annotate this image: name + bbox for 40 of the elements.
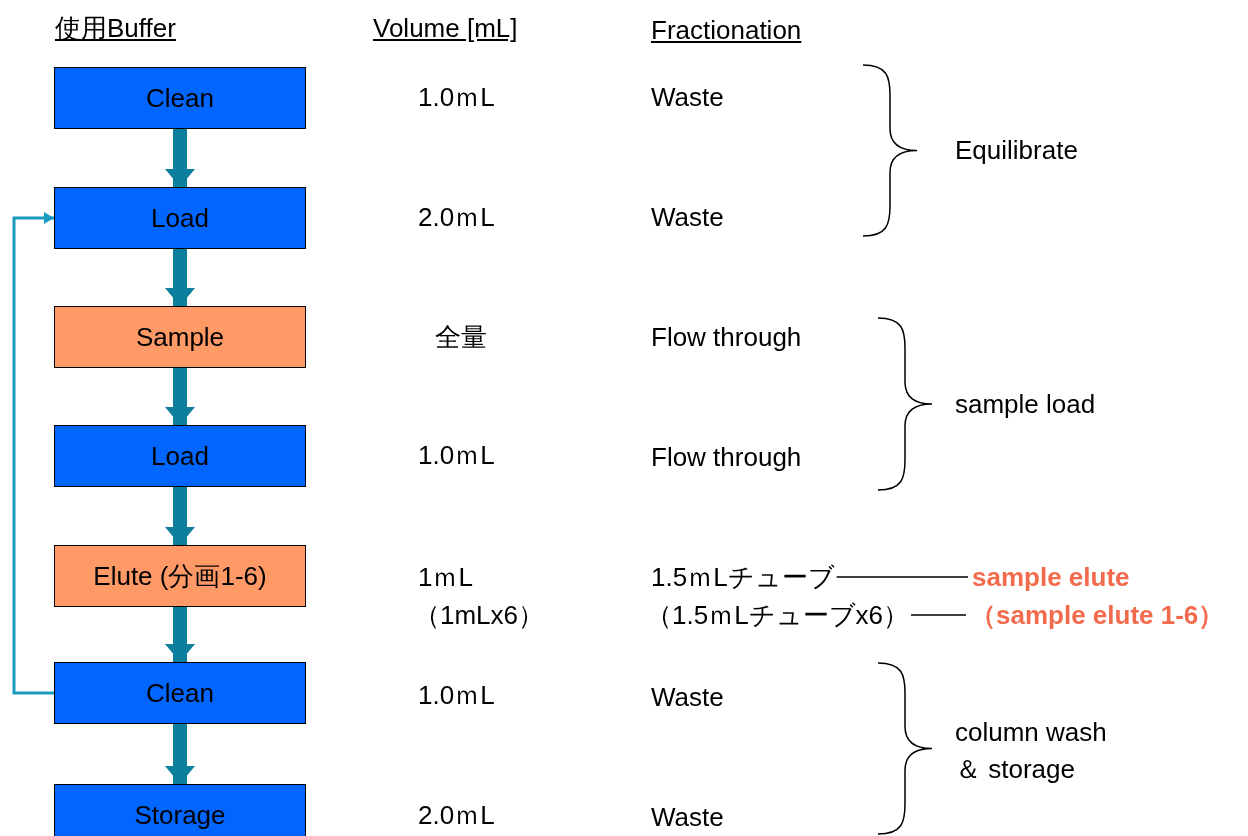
fraction-text: Waste (651, 682, 724, 712)
step-box: Clean (54, 662, 306, 724)
return-arrow (12, 212, 54, 695)
fraction-text: Waste (651, 802, 724, 832)
step-box: Clean (54, 67, 306, 129)
step-box: Sample (54, 306, 306, 368)
step-box: Load (54, 187, 306, 249)
result-label: sample elute (972, 562, 1130, 592)
step-box: Load (54, 425, 306, 487)
block-arrow (165, 368, 195, 425)
fraction-text: （1.5ｍLチューブx6） (646, 600, 910, 630)
leader-line (910, 614, 967, 616)
volume-text: 1.0ｍL (418, 82, 495, 112)
step-box: Elute (分画1-6) (54, 545, 306, 607)
volume-text: 2.0ｍL (418, 202, 495, 232)
fraction-text: 1.5ｍLチューブ (651, 562, 835, 592)
fraction-text: Waste (651, 82, 724, 112)
block-arrow (165, 249, 195, 306)
fraction-text: Flow through (651, 322, 802, 352)
step-box: Storage (54, 784, 306, 836)
volume-text: （1mLx6） (414, 600, 545, 630)
column-header: Fractionation (651, 15, 802, 45)
result-label: （sample elute 1-6） (970, 600, 1225, 630)
group-label: column wash ＆ storage (955, 716, 1108, 786)
block-arrow (165, 724, 195, 784)
column-header: 使用Buffer (55, 13, 176, 43)
volume-text: 1.0ｍL (418, 440, 495, 470)
block-arrow (165, 487, 195, 545)
volume-text: 全量 (435, 322, 487, 352)
column-header: Volume [mL] (373, 13, 518, 43)
block-arrow (165, 607, 195, 662)
block-arrow (165, 129, 195, 187)
fraction-text: Waste (651, 202, 724, 232)
volume-text: 1.0ｍL (418, 680, 495, 710)
volume-text: 1ｍL (418, 562, 473, 592)
volume-text: 2.0ｍL (418, 800, 495, 830)
group-label: sample load (955, 389, 1096, 419)
leader-line (835, 576, 969, 578)
fraction-text: Flow through (651, 442, 802, 472)
group-label: Equilibrate (955, 135, 1078, 165)
